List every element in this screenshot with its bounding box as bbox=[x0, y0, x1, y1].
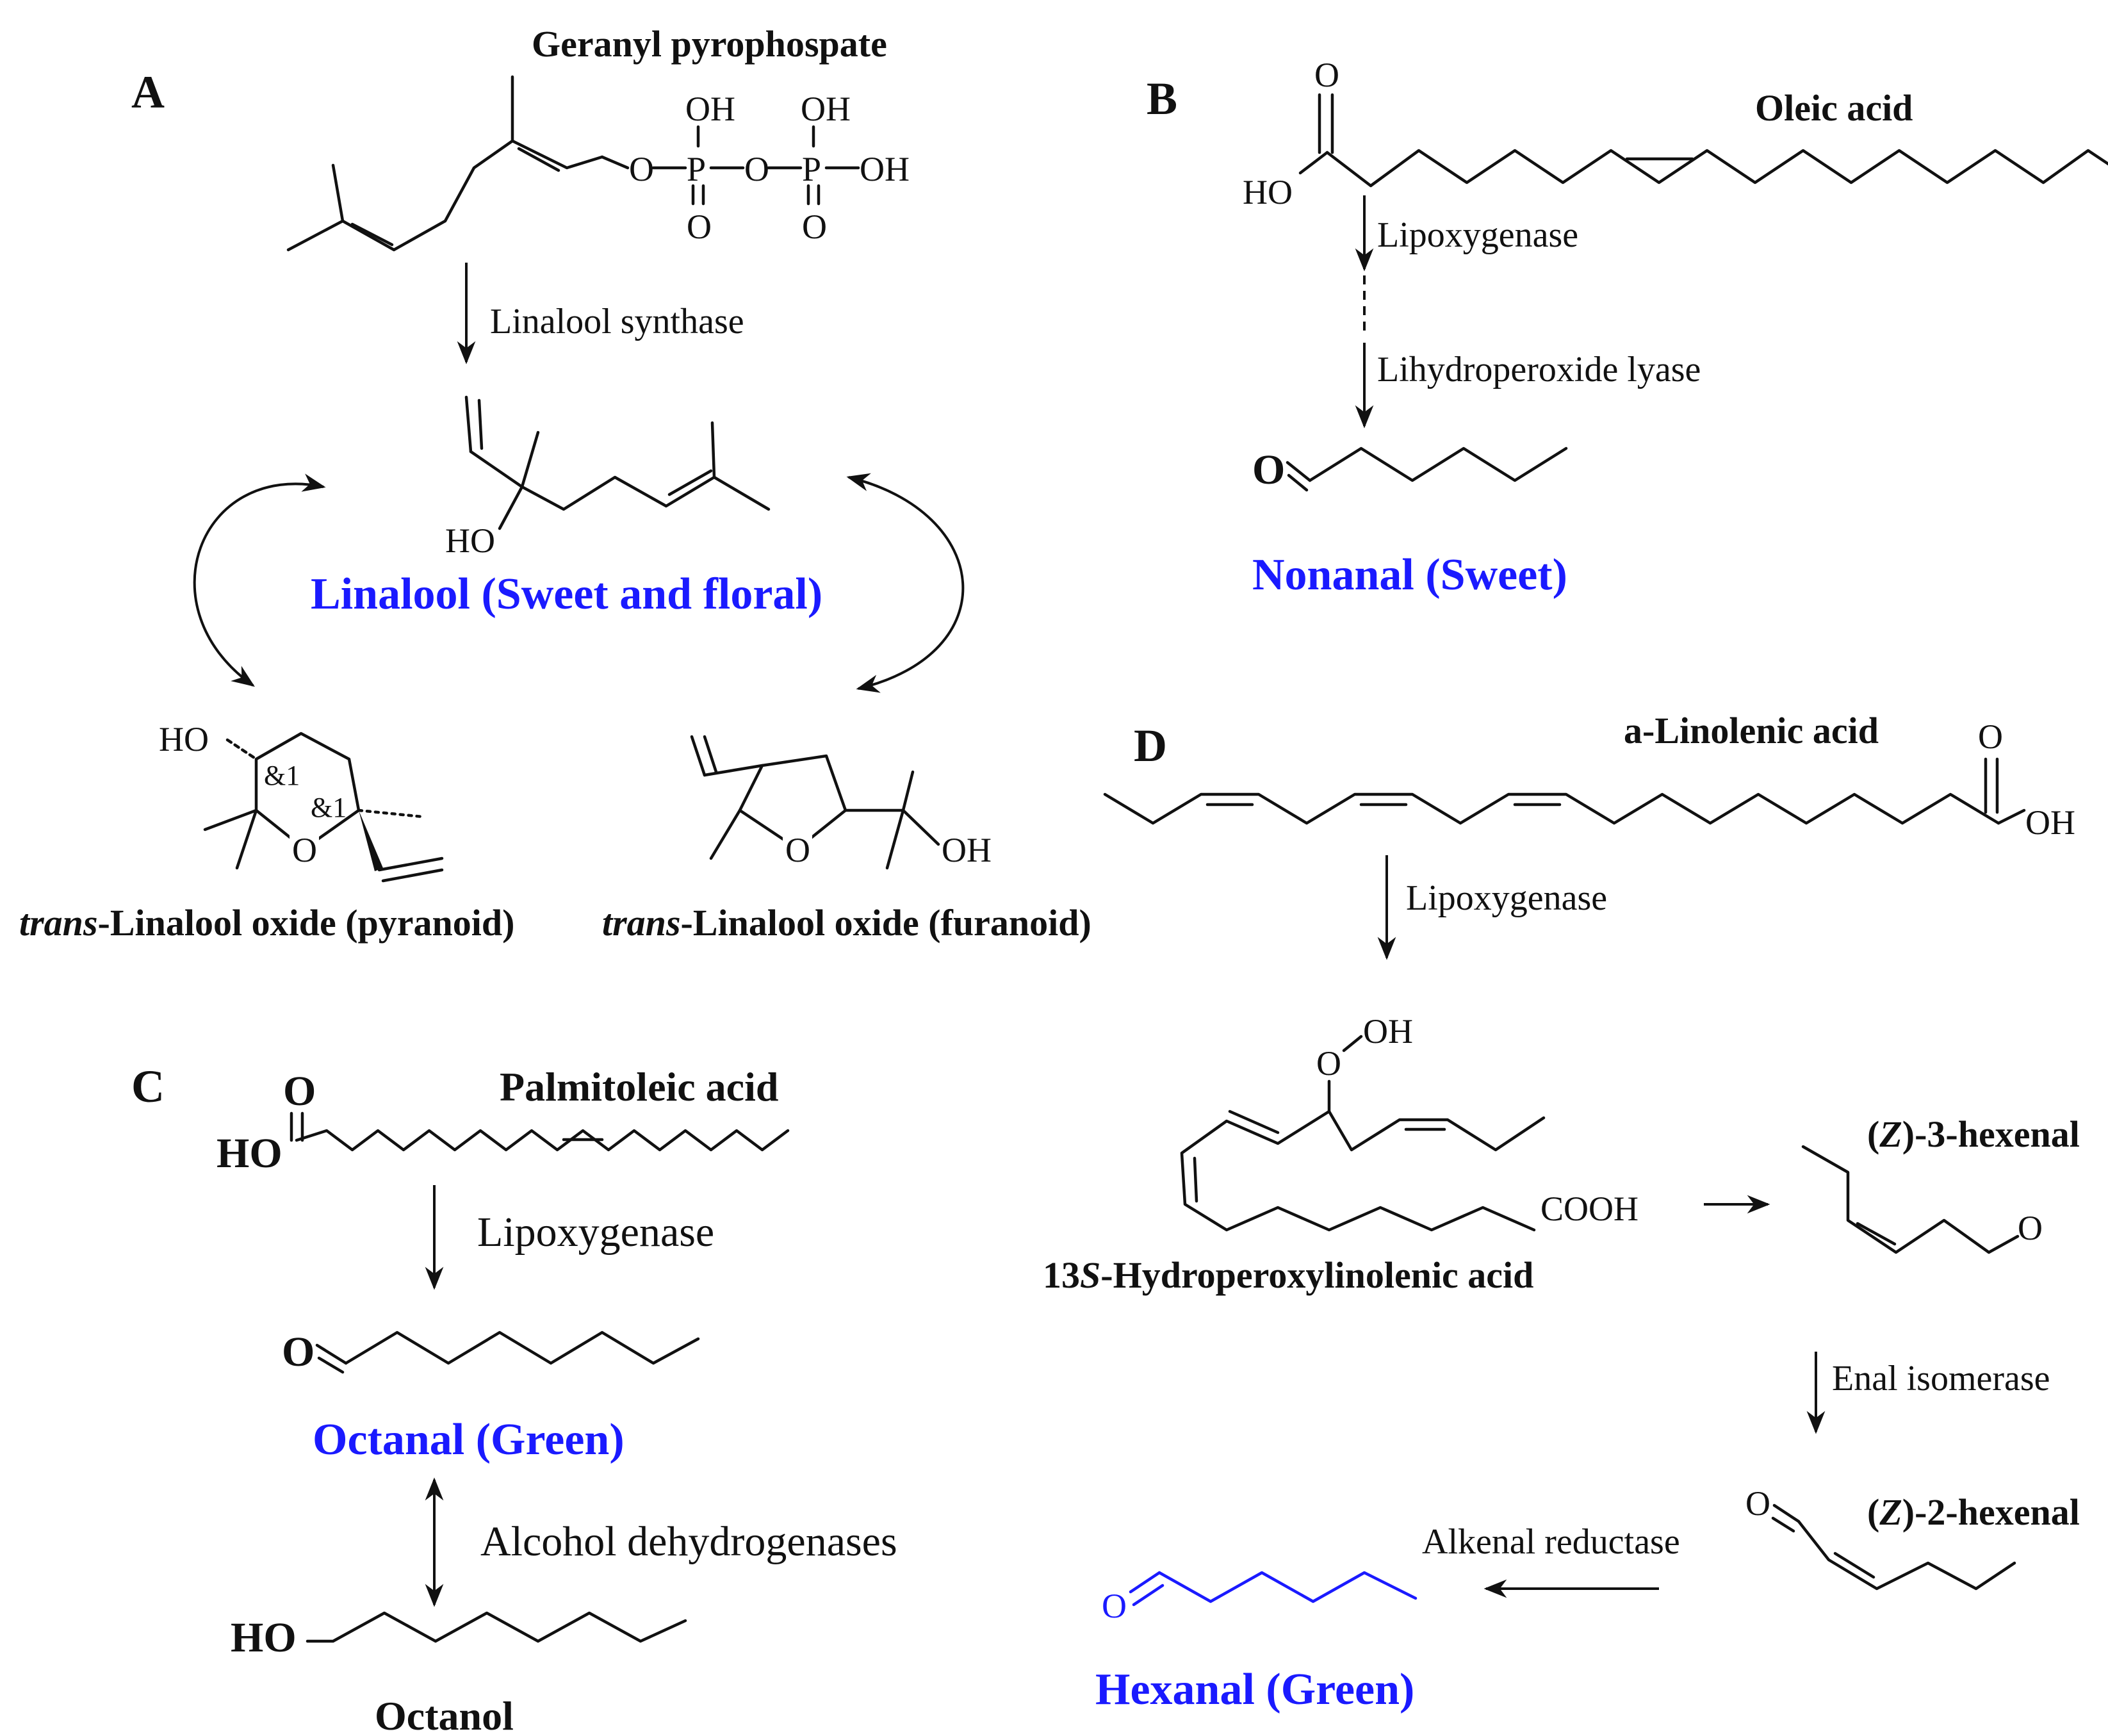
z3-rest: )-3-hexenal bbox=[1902, 1113, 2080, 1155]
stereo-label: &1 bbox=[311, 792, 347, 823]
atom-o: O bbox=[1314, 56, 1339, 94]
enal-isomerase-label: Enal isomerase bbox=[1832, 1359, 2050, 1398]
hydroperoxylinolenic-acid-structure: O OH COOH bbox=[1180, 1012, 1638, 1232]
panel-label-b: B bbox=[1147, 73, 1177, 124]
geranyl-pyrophosphate-structure: O P OH O O P OH O OH bbox=[286, 75, 910, 252]
furanoid-oxide-label: trans-Linalool oxide (furanoid) bbox=[602, 902, 1091, 944]
lipoxygenase-label-d: Lipoxygenase bbox=[1406, 878, 1607, 918]
nonanal-structure: O bbox=[1252, 446, 1568, 493]
atom-o: O bbox=[2018, 1209, 2043, 1247]
z2-hexenal-structure: O bbox=[1745, 1484, 2016, 1591]
lipoxygenase-label-c: Lipoxygenase bbox=[477, 1209, 714, 1256]
panel-d: D a-Linolenic acid O OH Lipoxygenase O O… bbox=[1043, 710, 2080, 1714]
intermediate-name: -Hydroperoxylinolenic acid bbox=[1100, 1254, 1533, 1296]
nonanal-product-label: Nonanal (Sweet) bbox=[1252, 550, 1567, 600]
octanol-structure: HO bbox=[231, 1611, 687, 1661]
z2-italic: Z bbox=[1879, 1491, 1902, 1533]
panel-label-d: D bbox=[1134, 720, 1167, 771]
a-linolenic-acid-structure: O OH bbox=[1103, 717, 2075, 842]
z3-italic: Z bbox=[1879, 1113, 1902, 1155]
pyranoid-oxide-structure: O HO &1 &1 bbox=[159, 720, 444, 883]
lipoxygenase-label-b: Lipoxygenase bbox=[1377, 215, 1578, 255]
furanoid-name: -Linalool oxide (furanoid) bbox=[681, 902, 1091, 944]
trans-prefix: trans bbox=[602, 902, 681, 944]
atom-ho: HO bbox=[445, 521, 495, 560]
atom-o: O bbox=[1102, 1587, 1127, 1625]
atom-oh: OH bbox=[860, 150, 910, 188]
linalool-structure: HO bbox=[445, 395, 771, 560]
panel-a: A Geranyl pyrophospate O P OH O O P OH bbox=[19, 23, 1091, 944]
z3-hexenal-label: (Z)-3-hexenal bbox=[1867, 1113, 2080, 1155]
pyranoid-oxide-label: trans-Linalool oxide (pyranoid) bbox=[19, 902, 515, 944]
z3-hexenal-structure: O bbox=[1801, 1145, 2043, 1254]
lyase-label-b: Lihydroperoxide lyase bbox=[1377, 350, 1701, 389]
geranyl-pyrophosphate-label: Geranyl pyrophospate bbox=[532, 23, 887, 65]
atom-oh: OH bbox=[1363, 1012, 1413, 1051]
panel-c: C Palmitoleic acid O HO Lipoxygenase O O… bbox=[131, 1061, 897, 1736]
curved-arrow-left bbox=[193, 473, 326, 687]
atom-oh: OH bbox=[801, 90, 851, 128]
atom-o: O bbox=[802, 208, 827, 246]
locant-13: 13 bbox=[1043, 1254, 1080, 1296]
stereo-s: S bbox=[1080, 1254, 1100, 1296]
panel-label-a: A bbox=[131, 67, 165, 118]
atom-o: O bbox=[282, 1329, 315, 1375]
pyranoid-name: -Linalool oxide (pyranoid) bbox=[98, 902, 515, 944]
atom-cooh: COOH bbox=[1540, 1190, 1638, 1228]
atom-ho: HO bbox=[231, 1614, 297, 1661]
atom-o: O bbox=[1978, 717, 2003, 756]
atom-o: O bbox=[292, 831, 317, 869]
trans-prefix: trans bbox=[19, 902, 98, 944]
panel-b: B Oleic acid O HO Lipoxygenase Lihydrope… bbox=[1147, 56, 2108, 600]
stereo-label: &1 bbox=[264, 760, 300, 791]
linalool-synthase-label: Linalool synthase bbox=[490, 302, 744, 341]
atom-oh: OH bbox=[2025, 803, 2075, 842]
atom-o: O bbox=[1316, 1044, 1341, 1083]
octanol-label: Octanol bbox=[375, 1693, 514, 1736]
atom-o: O bbox=[687, 208, 712, 246]
atom-o: O bbox=[744, 150, 769, 188]
alkenal-reductase-label: Alkenal reductase bbox=[1422, 1522, 1680, 1562]
atom-o: O bbox=[629, 150, 654, 188]
palmitoleic-acid-structure: O HO bbox=[217, 1068, 790, 1177]
panel-label-c: C bbox=[131, 1061, 165, 1112]
hexanal-product-label: Hexanal (Green) bbox=[1095, 1665, 1414, 1714]
atom-o: O bbox=[785, 831, 810, 869]
z3-open: ( bbox=[1867, 1113, 1879, 1155]
atom-ho: HO bbox=[1243, 173, 1293, 211]
hydroperoxylinolenic-acid-label: 13S-Hydroperoxylinolenic acid bbox=[1043, 1254, 1533, 1296]
atom-ho: HO bbox=[217, 1130, 282, 1177]
octanal-product-label: Octanal (Green) bbox=[313, 1415, 625, 1464]
z2-hexenal-label: (Z)-2-hexenal bbox=[1867, 1491, 2080, 1533]
a-linolenic-acid-label: a-Linolenic acid bbox=[1624, 710, 1879, 751]
palmitoleic-acid-label: Palmitoleic acid bbox=[500, 1064, 778, 1110]
atom-oh: OH bbox=[942, 831, 992, 869]
hexanal-structure: O bbox=[1102, 1571, 1418, 1625]
z2-rest: )-2-hexenal bbox=[1902, 1491, 2080, 1533]
alcohol-dehydrogenases-label: Alcohol dehydrogenases bbox=[480, 1518, 897, 1565]
atom-o: O bbox=[1745, 1484, 1770, 1523]
octanal-structure: O bbox=[282, 1329, 700, 1375]
furanoid-oxide-structure: O OH bbox=[690, 735, 992, 870]
atom-ho: HO bbox=[159, 720, 209, 758]
curved-arrow-right bbox=[846, 473, 965, 693]
atom-p: P bbox=[687, 150, 706, 188]
atom-o: O bbox=[283, 1068, 316, 1115]
linalool-product-label: Linalool (Sweet and floral) bbox=[311, 569, 822, 619]
oleic-acid-label: Oleic acid bbox=[1755, 87, 1913, 129]
atom-p: P bbox=[802, 150, 821, 188]
oleic-acid-structure: O HO bbox=[1243, 56, 2108, 211]
atom-o: O bbox=[1252, 446, 1285, 493]
atom-oh: OH bbox=[685, 90, 735, 128]
z2-open: ( bbox=[1867, 1491, 1879, 1533]
